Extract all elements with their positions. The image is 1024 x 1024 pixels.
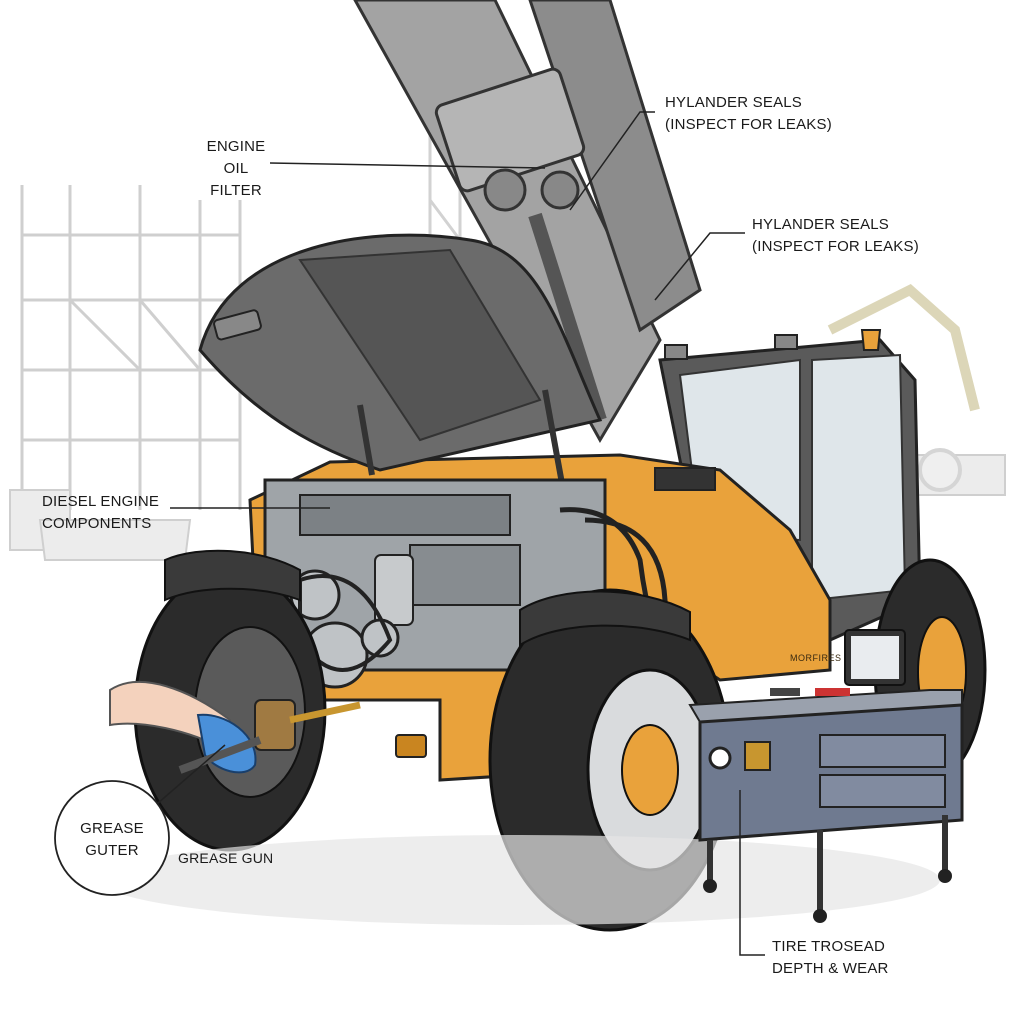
machine-badge: MORFIRES [790,652,842,665]
label-grease-guter: GREASE GUTER [72,818,152,862]
label-tire-tread-depth: TIRE TROSEAD DEPTH & WEAR [772,936,889,980]
label-grease-gun: GREASE GUN [178,848,273,868]
label-hylander-seals-1: HYLANDER SEALS (INSPECT FOR LEAKS) [665,92,832,136]
label-hylander-seals-2: HYLANDER SEALS (INSPECT FOR LEAKS) [752,214,919,258]
label-engine-oil-filter: ENGINE OIL FILTER [196,136,276,201]
label-diesel-engine-components: DIESEL ENGINE COMPONENTS [42,491,159,535]
